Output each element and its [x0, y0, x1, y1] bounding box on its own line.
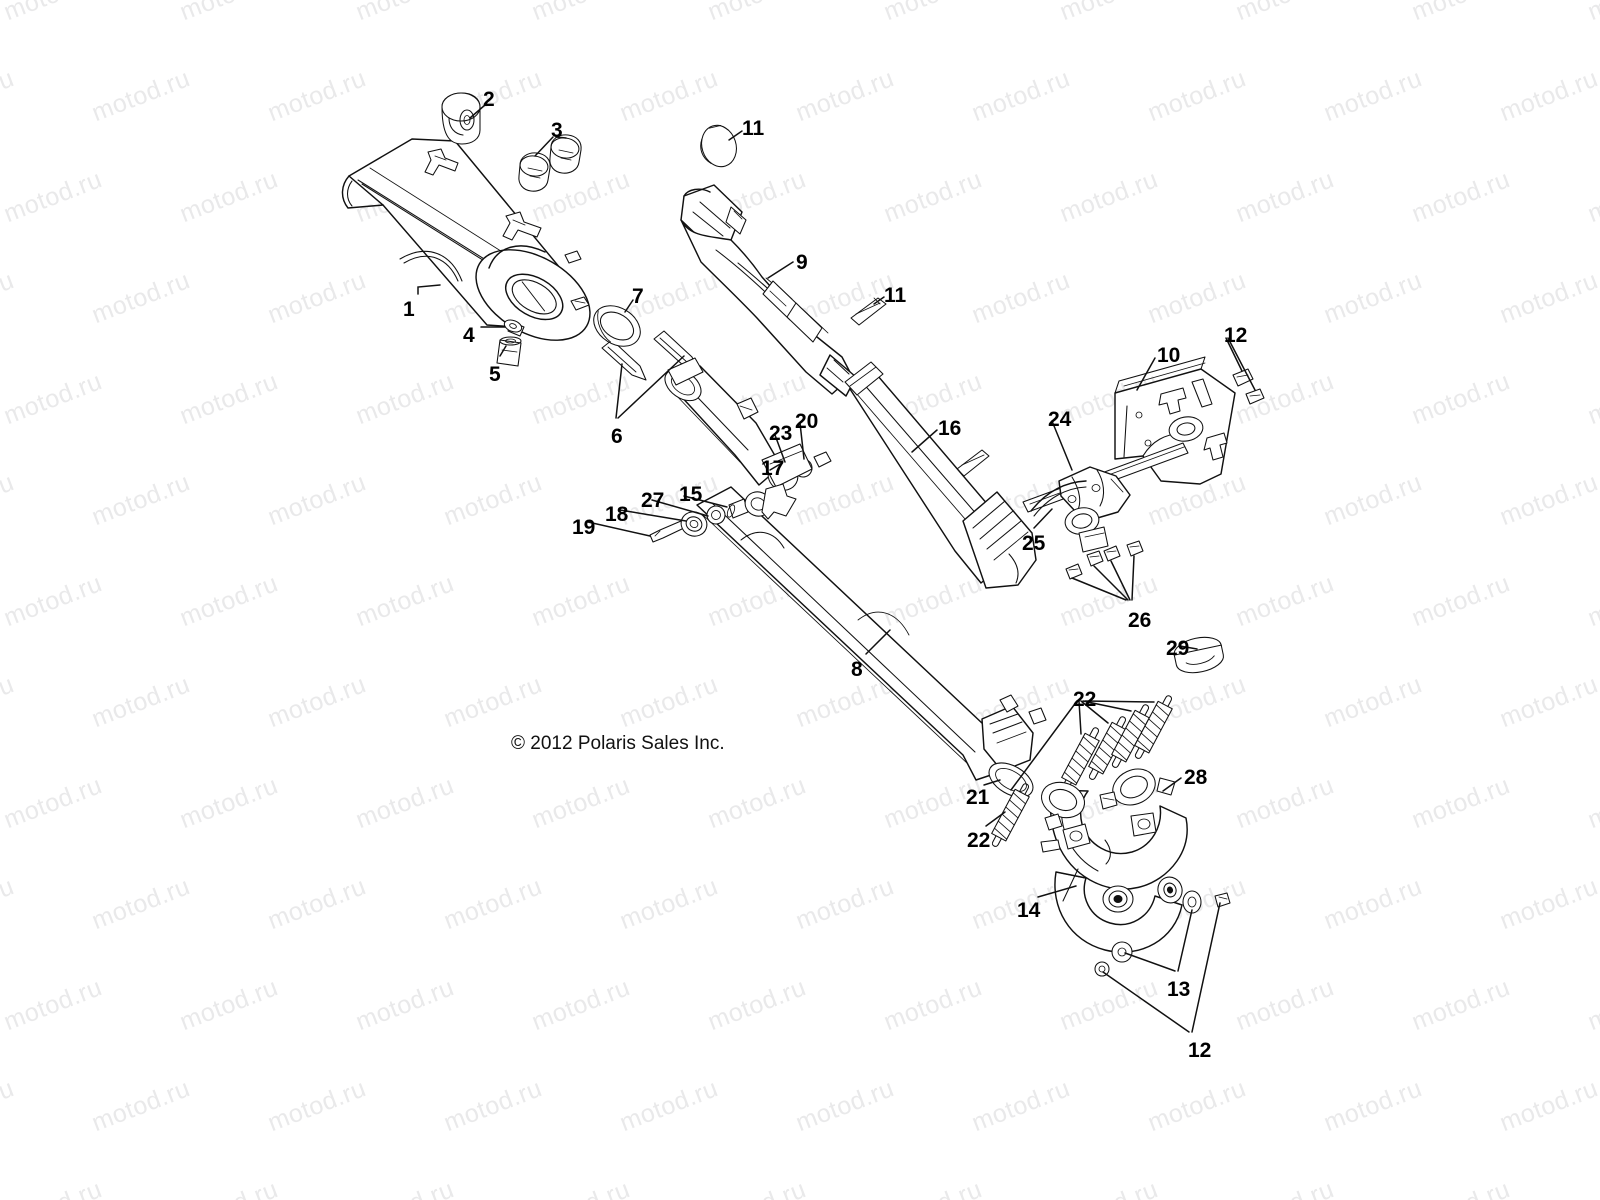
callout-26: 26	[1128, 609, 1152, 632]
part-screw-fastener-bottom	[1094, 892, 1231, 977]
part-exhaust-head-pipe-assembly	[1040, 768, 1188, 890]
callout-21: 21	[966, 786, 990, 809]
callout-22: 22	[967, 829, 991, 852]
callout-5: 5	[489, 363, 501, 386]
callout-15: 15	[679, 483, 703, 506]
callout-1: 1	[403, 298, 415, 321]
callout-27: 27	[641, 489, 665, 512]
part-extension-springs	[991, 695, 1173, 847]
copyright-notice: © 2012 Polaris Sales Inc.	[511, 733, 725, 754]
callout-2: 2	[483, 88, 495, 111]
callout-25: 25	[1022, 532, 1046, 555]
callout-6: 6	[611, 425, 623, 448]
callout-14: 14	[1017, 899, 1041, 922]
part-heat-shield-panel	[1114, 356, 1236, 485]
callout-18: 18	[605, 503, 629, 526]
part-cap-plug	[1173, 636, 1224, 674]
part-screw-fastener-top	[1232, 368, 1265, 405]
part-rubber-mount-bushings	[518, 134, 582, 192]
part-washer-small	[503, 319, 523, 333]
callout-19: 19	[572, 516, 596, 539]
part-hardware-row	[649, 483, 797, 543]
part-bolts-set	[1065, 540, 1144, 580]
part-grommet-isolator	[441, 92, 481, 145]
part-exhaust-outlet-cone	[981, 694, 1047, 798]
callout-29: 29	[1166, 637, 1190, 660]
callout-11: 11	[742, 117, 765, 140]
part-spacer-sleeve	[496, 336, 522, 367]
part-mounting-bracket-plate	[1054, 868, 1183, 953]
part-mount-tab-assembly	[664, 357, 832, 491]
part-hose-clamp-top	[700, 124, 737, 168]
part-exhaust-manifold-flange	[1030, 466, 1131, 553]
part-muffler-body	[341, 138, 591, 341]
part-hose-clamp-mid	[850, 297, 887, 326]
part-exhaust-seal-ring	[593, 305, 641, 347]
callout-16: 16	[938, 417, 962, 440]
part-exhaust-pipe-upper-bend	[680, 184, 857, 397]
callout-20: 20	[795, 410, 819, 433]
part-washer-nut-set	[1111, 890, 1202, 963]
callout-7: 7	[632, 285, 644, 308]
callout-13: 13	[1167, 978, 1191, 1001]
callout-22: 22	[1073, 688, 1097, 711]
callout-9: 9	[796, 251, 808, 274]
callout-12: 12	[1224, 324, 1248, 347]
callout-23: 23	[769, 422, 793, 445]
part-mid-exhaust-pipe	[844, 361, 1037, 589]
callout-3: 3	[551, 119, 563, 142]
callout-4: 4	[463, 324, 475, 347]
callout-12: 12	[1188, 1039, 1212, 1062]
leader-lines	[417, 104, 1256, 1033]
callout-11: 11	[884, 284, 907, 307]
callout-24: 24	[1048, 408, 1072, 431]
callout-28: 28	[1184, 766, 1208, 789]
callout-17: 17	[761, 457, 785, 480]
callout-10: 10	[1157, 344, 1181, 367]
callout-8: 8	[851, 658, 863, 681]
